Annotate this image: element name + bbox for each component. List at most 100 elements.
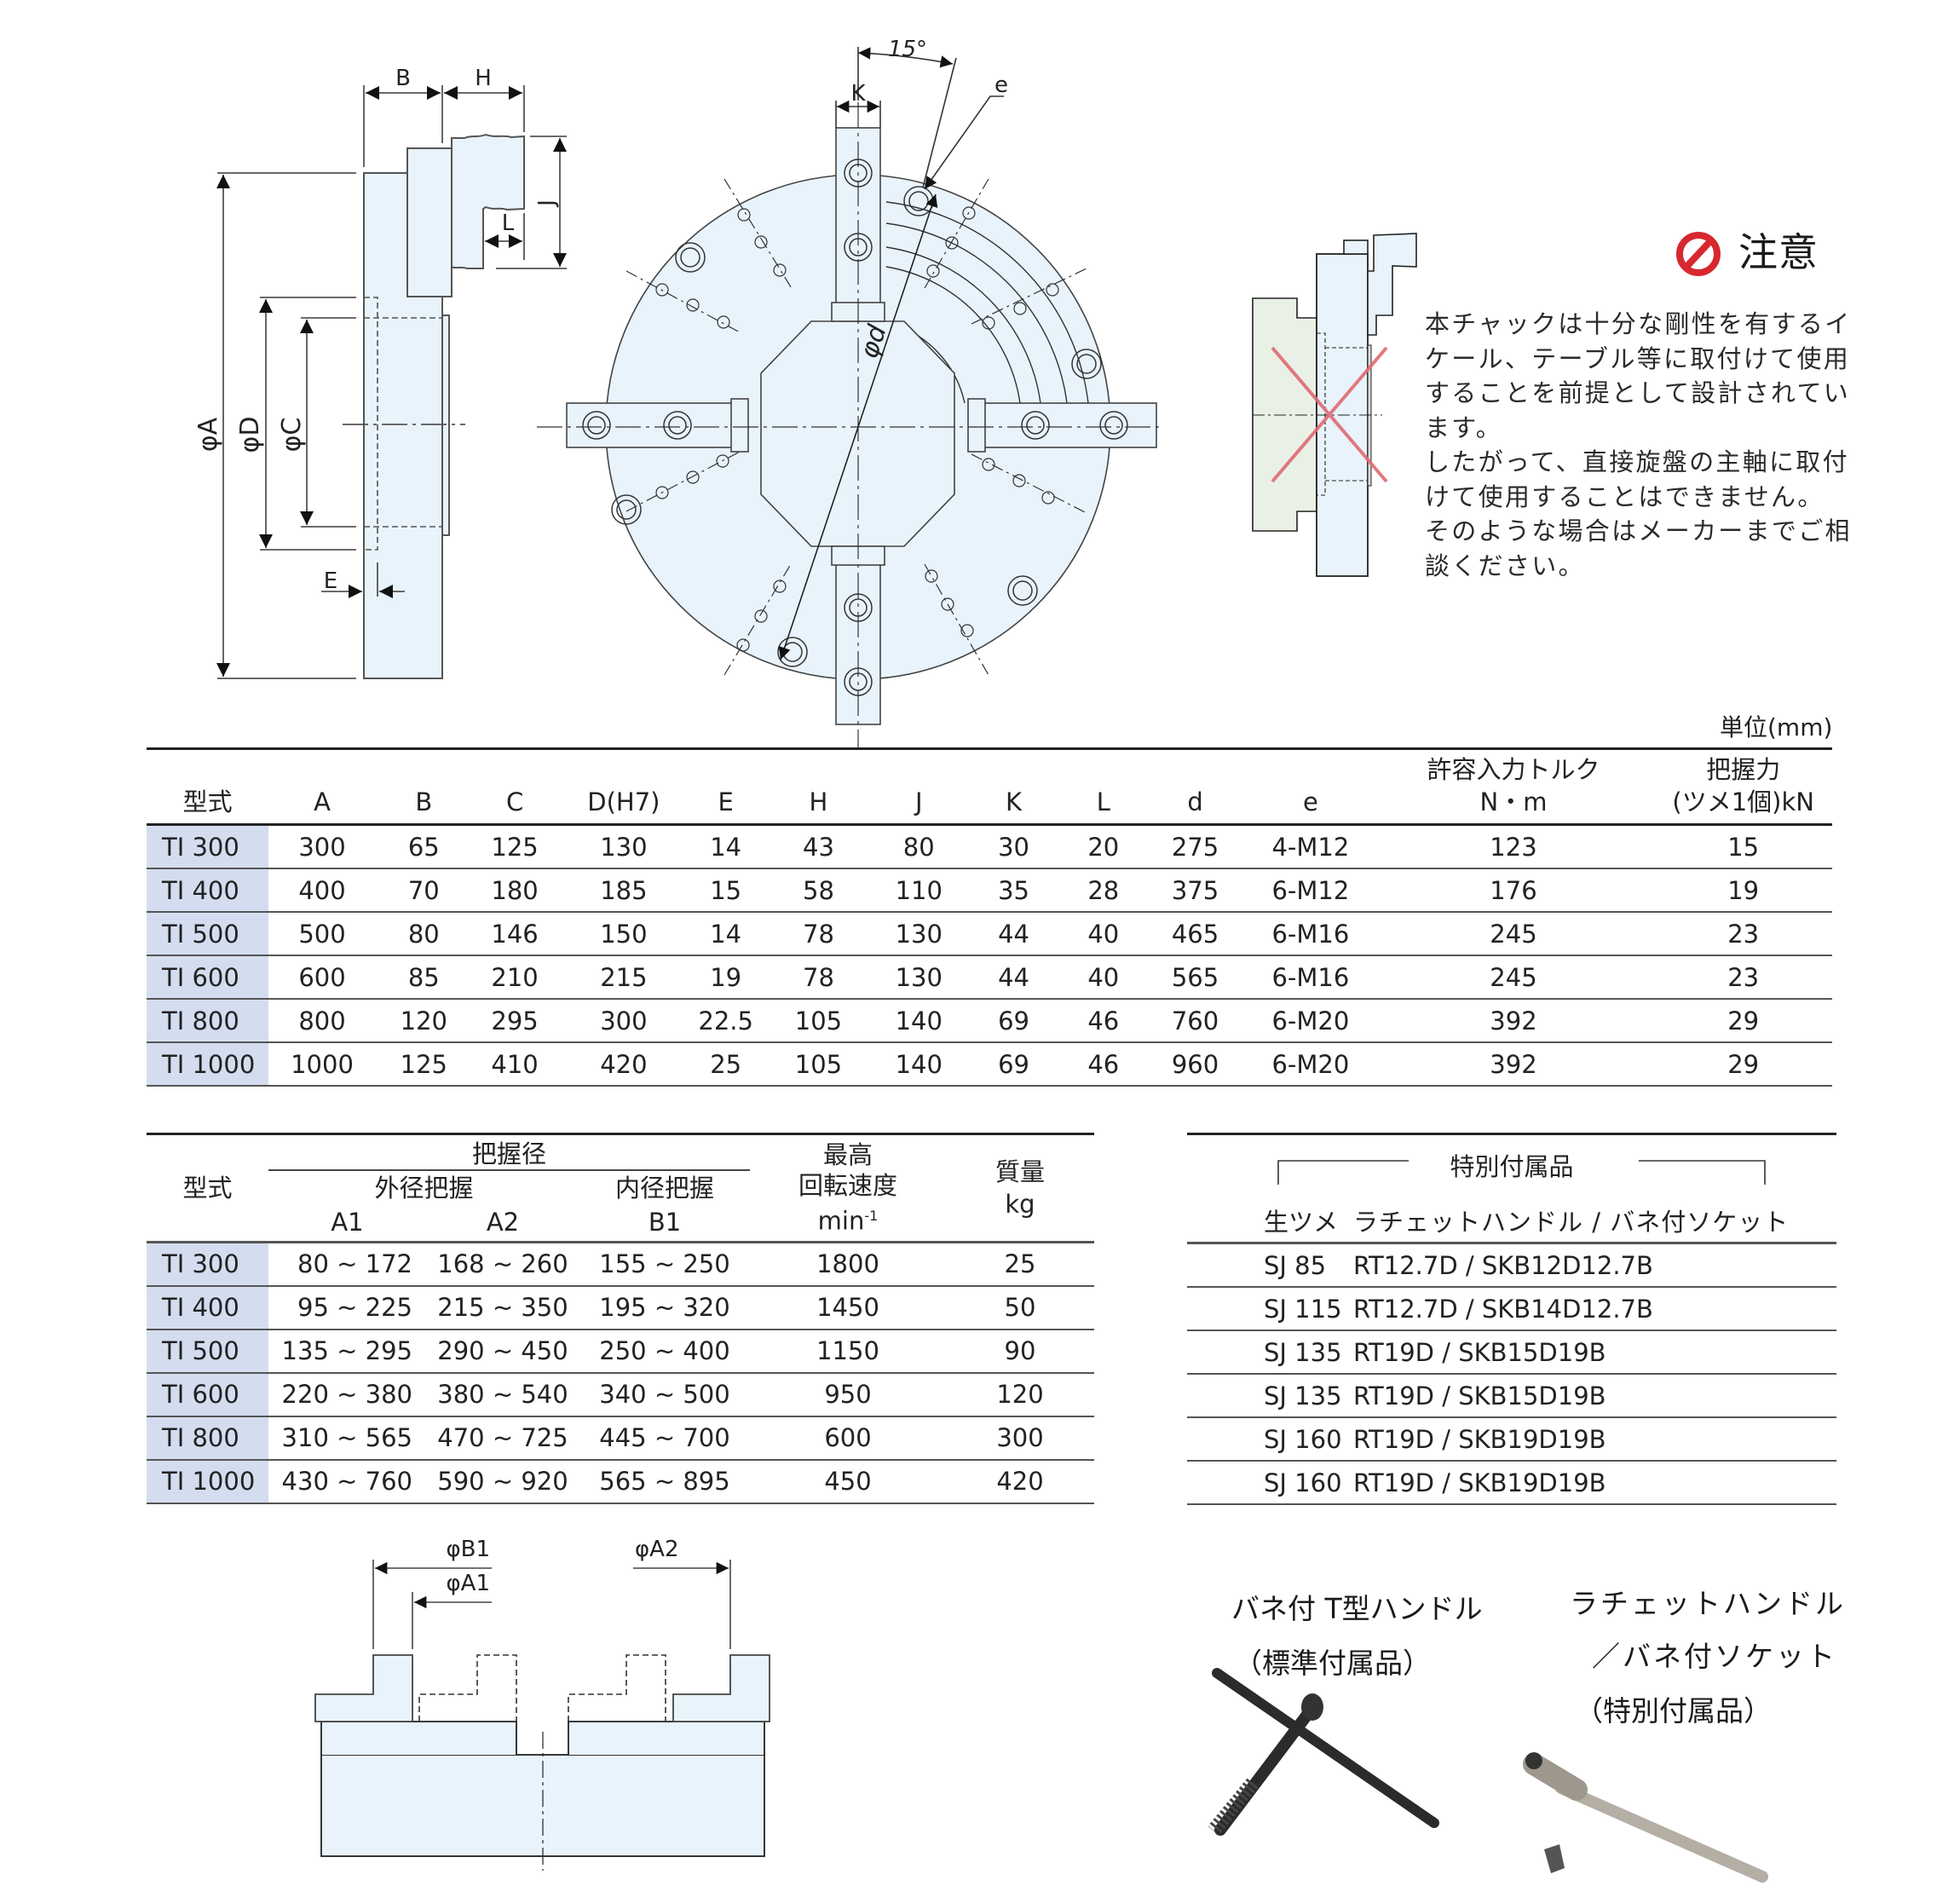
value-cell: 40 [1064,955,1142,1000]
value-cell: 123 [1372,824,1655,869]
value-cell: 250 ~ 400 [579,1329,750,1374]
value-cell: 470 ~ 725 [426,1416,579,1461]
value-cell: 340 ~ 500 [579,1372,750,1417]
value-cell: 146 [471,912,558,956]
value-cell: 25 [689,1042,762,1087]
value-cell: 215 [557,955,690,1000]
value-cell: 69 [962,1042,1065,1087]
model-cell: TI 1000 [147,1042,269,1087]
value-cell: 120 [946,1372,1094,1417]
svg-text:J: J [534,199,560,208]
side-view-drawing [363,133,525,679]
value-cell: 19 [689,955,762,1000]
value-cell: 110 [875,868,963,913]
front-view-drawing [537,102,1159,750]
value-cell: 245 [1372,912,1655,956]
value-cell: 4-M12 [1248,824,1373,869]
value-cell: 180 [471,868,558,913]
value-cell: 215 ~ 350 [426,1285,579,1330]
tool-cell: RT19D / SKB19D19B [1353,1461,1836,1505]
model-cell: TI 600 [147,955,269,1000]
jaw-cell: SJ 115 [1187,1287,1353,1331]
value-cell: 290 ~ 450 [426,1329,579,1374]
tool-cell: RT19D / SKB15D19B [1353,1374,1836,1418]
value-cell: 380 ~ 540 [426,1372,579,1417]
grip-diameter-diagram: φB1 φA1 φA2 [314,1537,770,1871]
value-cell: 19 [1654,868,1832,913]
value-cell: 58 [761,868,876,913]
svg-text:E: E [324,568,337,594]
value-cell: 392 [1372,999,1655,1043]
svg-text:15°: 15° [888,37,927,62]
value-cell: 85 [375,955,472,1000]
value-cell: 15 [689,868,762,913]
value-cell: 300 [268,824,376,869]
value-cell: 44 [962,955,1065,1000]
value-cell: 565 [1141,955,1249,1000]
value-cell: 400 [268,868,376,913]
value-cell: 140 [875,999,963,1043]
value-cell: 15 [1654,824,1832,869]
header-model: 型式 [147,748,269,826]
model-cell: TI 1000 [147,1459,268,1504]
value-cell: 210 [471,955,558,1000]
jaw-cell: SJ 160 [1187,1461,1353,1505]
value-cell: 600 [268,955,376,1000]
accessory-title: 特別付属品 [1450,1152,1574,1182]
value-cell: 185 [557,868,690,913]
value-cell: 22.5 [689,999,762,1043]
value-cell: 125 [471,824,558,869]
caution-title: 注意 [1738,229,1819,275]
svg-text:φA1: φA1 [447,1571,490,1596]
model-cell: TI 500 [147,1329,268,1374]
t-handle-image [1208,1668,1439,1836]
value-cell: 28 [1064,868,1142,913]
model-cell: TI 400 [147,868,269,913]
svg-text:B: B [395,66,411,91]
value-cell: 500 [268,912,376,956]
value-cell: 392 [1372,1042,1655,1087]
value-cell: 25 [946,1242,1094,1287]
value-cell: 44 [962,912,1065,956]
value-cell: 120 [375,999,472,1043]
value-cell: 78 [761,955,876,1000]
value-cell: 465 [1141,912,1249,956]
front-view-dimensions [835,47,1004,190]
value-cell: 69 [962,999,1065,1043]
value-cell: 105 [761,999,876,1043]
header-max-speed: 最高 回転速度 min-1 [750,1133,946,1243]
value-cell: 300 [946,1416,1094,1461]
value-cell: 135 ~ 295 [268,1329,426,1374]
value-cell: 295 [471,999,558,1043]
mounting-warning-drawing [1252,233,1417,577]
model-cell: TI 400 [147,1285,268,1330]
svg-text:φD: φD [235,417,265,453]
value-cell: 130 [875,912,963,956]
tool-cell: RT12.7D / SKB12D12.7B [1353,1243,1836,1288]
model-cell: TI 300 [147,824,269,869]
value-cell: 590 ~ 920 [426,1459,579,1504]
value-cell: 46 [1064,1042,1142,1087]
value-cell: 275 [1141,824,1249,869]
svg-text:φA: φA [193,417,223,452]
value-cell: 6-M16 [1248,912,1373,956]
value-cell: 375 [1141,868,1249,913]
value-cell: 6-M20 [1248,1042,1373,1087]
value-cell: 800 [268,999,376,1043]
value-cell: 30 [962,824,1065,869]
value-cell: 14 [689,824,762,869]
value-cell: 155 ~ 250 [579,1242,750,1287]
value-cell: 6-M20 [1248,999,1373,1043]
value-cell: 35 [962,868,1065,913]
svg-text:L: L [502,211,515,236]
value-cell: 46 [1064,999,1142,1043]
